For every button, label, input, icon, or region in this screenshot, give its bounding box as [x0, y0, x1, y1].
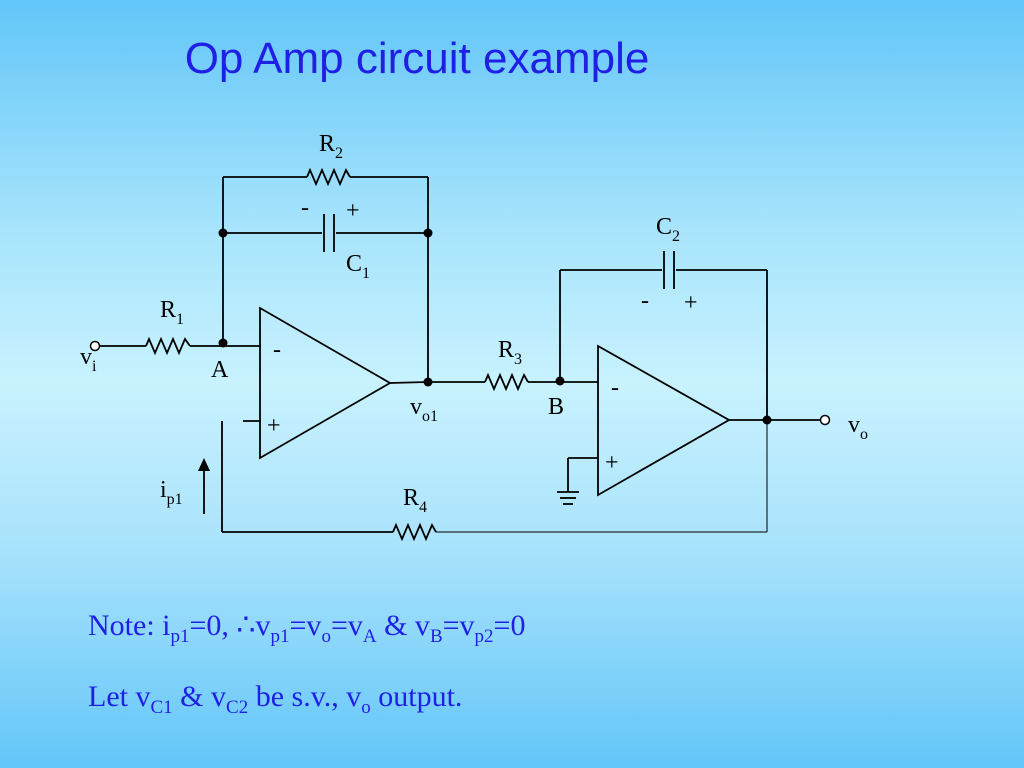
resistor-r1	[145, 336, 191, 356]
c2-label: C2	[656, 214, 680, 245]
vi-terminal	[89, 340, 101, 352]
ip1-label: ip1	[160, 477, 183, 508]
vi-label: vi	[80, 344, 97, 375]
op-amp-2-minus-sign: -	[611, 375, 619, 401]
op-amp-1-plus-sign: +	[267, 413, 281, 439]
node-vo-dot	[762, 415, 772, 425]
op-amp-1	[259, 306, 392, 460]
resistor-r3	[484, 372, 529, 392]
vo1-label: vo1	[410, 394, 438, 425]
c2-minus-sign: -	[641, 288, 649, 314]
c2-plus-sign: +	[684, 290, 698, 316]
r4-label: R4	[403, 485, 427, 516]
vo-label: vo	[848, 412, 868, 443]
r1-label: R1	[160, 297, 184, 328]
resistor-r2	[306, 167, 351, 187]
c1-label: C1	[346, 251, 370, 282]
note-line-2: Let vC1 & vC2 be s.v., vo output.	[88, 680, 463, 718]
op-amp-1-minus-sign: -	[273, 337, 281, 363]
vo-terminal	[819, 414, 831, 426]
node-a-label: A	[211, 357, 229, 383]
r2-label: R2	[319, 131, 343, 162]
resistor-r4	[392, 522, 437, 542]
op-amp-2	[597, 344, 731, 497]
r3-label: R3	[498, 337, 522, 368]
op-amp-2-plus-sign: +	[605, 450, 619, 476]
page-title: Op Amp circuit example	[184, 34, 650, 83]
node-b-label: B	[548, 394, 564, 420]
c1-minus-sign: -	[301, 195, 309, 221]
c1-plus-sign: +	[346, 198, 360, 224]
note-line-1: Note: ip1=0, ∴vp1=vo=vA & vB=vp2=0	[88, 609, 526, 647]
ground-symbol	[557, 491, 579, 505]
current-arrow-ip1	[198, 458, 210, 514]
